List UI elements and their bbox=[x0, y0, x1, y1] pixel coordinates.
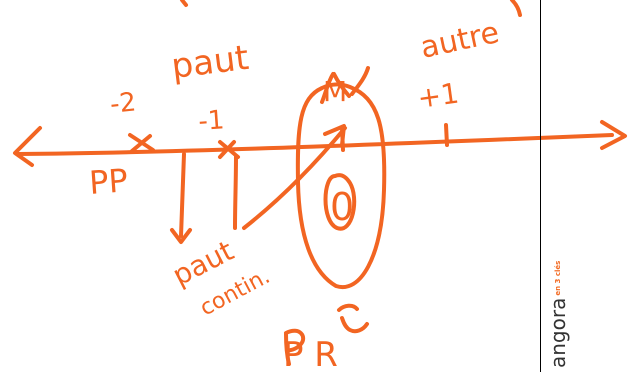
vertical-divider bbox=[540, 0, 541, 372]
label-inner-symbol: 0 bbox=[330, 185, 354, 229]
label-autre: autre bbox=[417, 15, 502, 66]
letter-p-bottom bbox=[284, 328, 306, 366]
top-scribble-right bbox=[510, 0, 522, 17]
letter-m bbox=[320, 66, 370, 104]
tick-minus2-x bbox=[128, 133, 155, 153]
inner-zero bbox=[323, 173, 357, 231]
label-p-r: P R bbox=[283, 335, 338, 372]
diagonal-arrow bbox=[242, 126, 347, 230]
left-arrowhead bbox=[13, 126, 42, 167]
number-line bbox=[16, 133, 614, 156]
label-plus1: +1 bbox=[415, 77, 460, 115]
tick-plus1-mark bbox=[444, 123, 449, 147]
angora-logo: angora en 3 clés bbox=[546, 261, 570, 368]
letter-r-bottom bbox=[337, 303, 369, 334]
logo-sub-text: en 3 clés bbox=[554, 260, 562, 296]
label-oval-letter: M bbox=[323, 75, 347, 108]
logo-main-text: angora bbox=[546, 297, 570, 368]
big-oval bbox=[295, 82, 387, 290]
second-down-line bbox=[233, 154, 238, 230]
right-arrowhead bbox=[600, 120, 627, 150]
label-minus1: -1 bbox=[197, 105, 225, 137]
down-arrow-line bbox=[179, 152, 186, 238]
down-arrow-head bbox=[170, 228, 192, 244]
label-paut-top: paut bbox=[169, 38, 251, 87]
label-minus2: -2 bbox=[109, 87, 138, 120]
label-pp: PP bbox=[88, 161, 129, 202]
top-scribble-left bbox=[180, 0, 188, 7]
angora-logo-text: angora en 3 clés bbox=[546, 261, 570, 368]
center-vertical-arrow bbox=[340, 126, 345, 152]
